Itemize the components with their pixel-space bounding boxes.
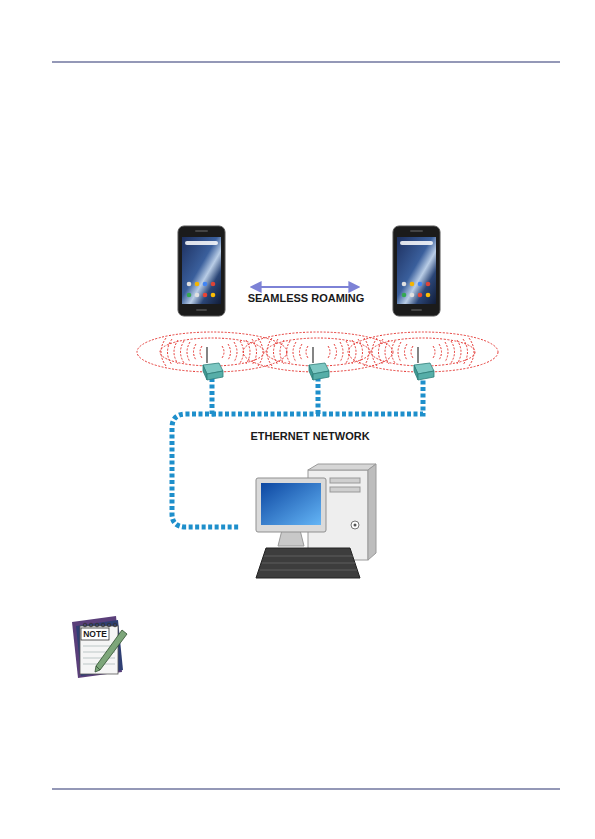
access-point [203,347,223,380]
mobile-computer [393,226,440,316]
connector-caption: SEAMLESS ROAMING [206,293,406,304]
note-tag: NOTE [75,630,115,639]
ethernet-cable [172,378,423,527]
roaming-arrow [252,286,358,288]
footer-rule [52,788,560,789]
network-caption: ETHERNET NETWORK [210,431,410,442]
access-point [309,347,329,380]
header-rule [52,61,560,62]
access-point [414,347,434,380]
note-icon [72,616,127,678]
host-computer [256,464,376,578]
mobile-computer [178,226,225,316]
